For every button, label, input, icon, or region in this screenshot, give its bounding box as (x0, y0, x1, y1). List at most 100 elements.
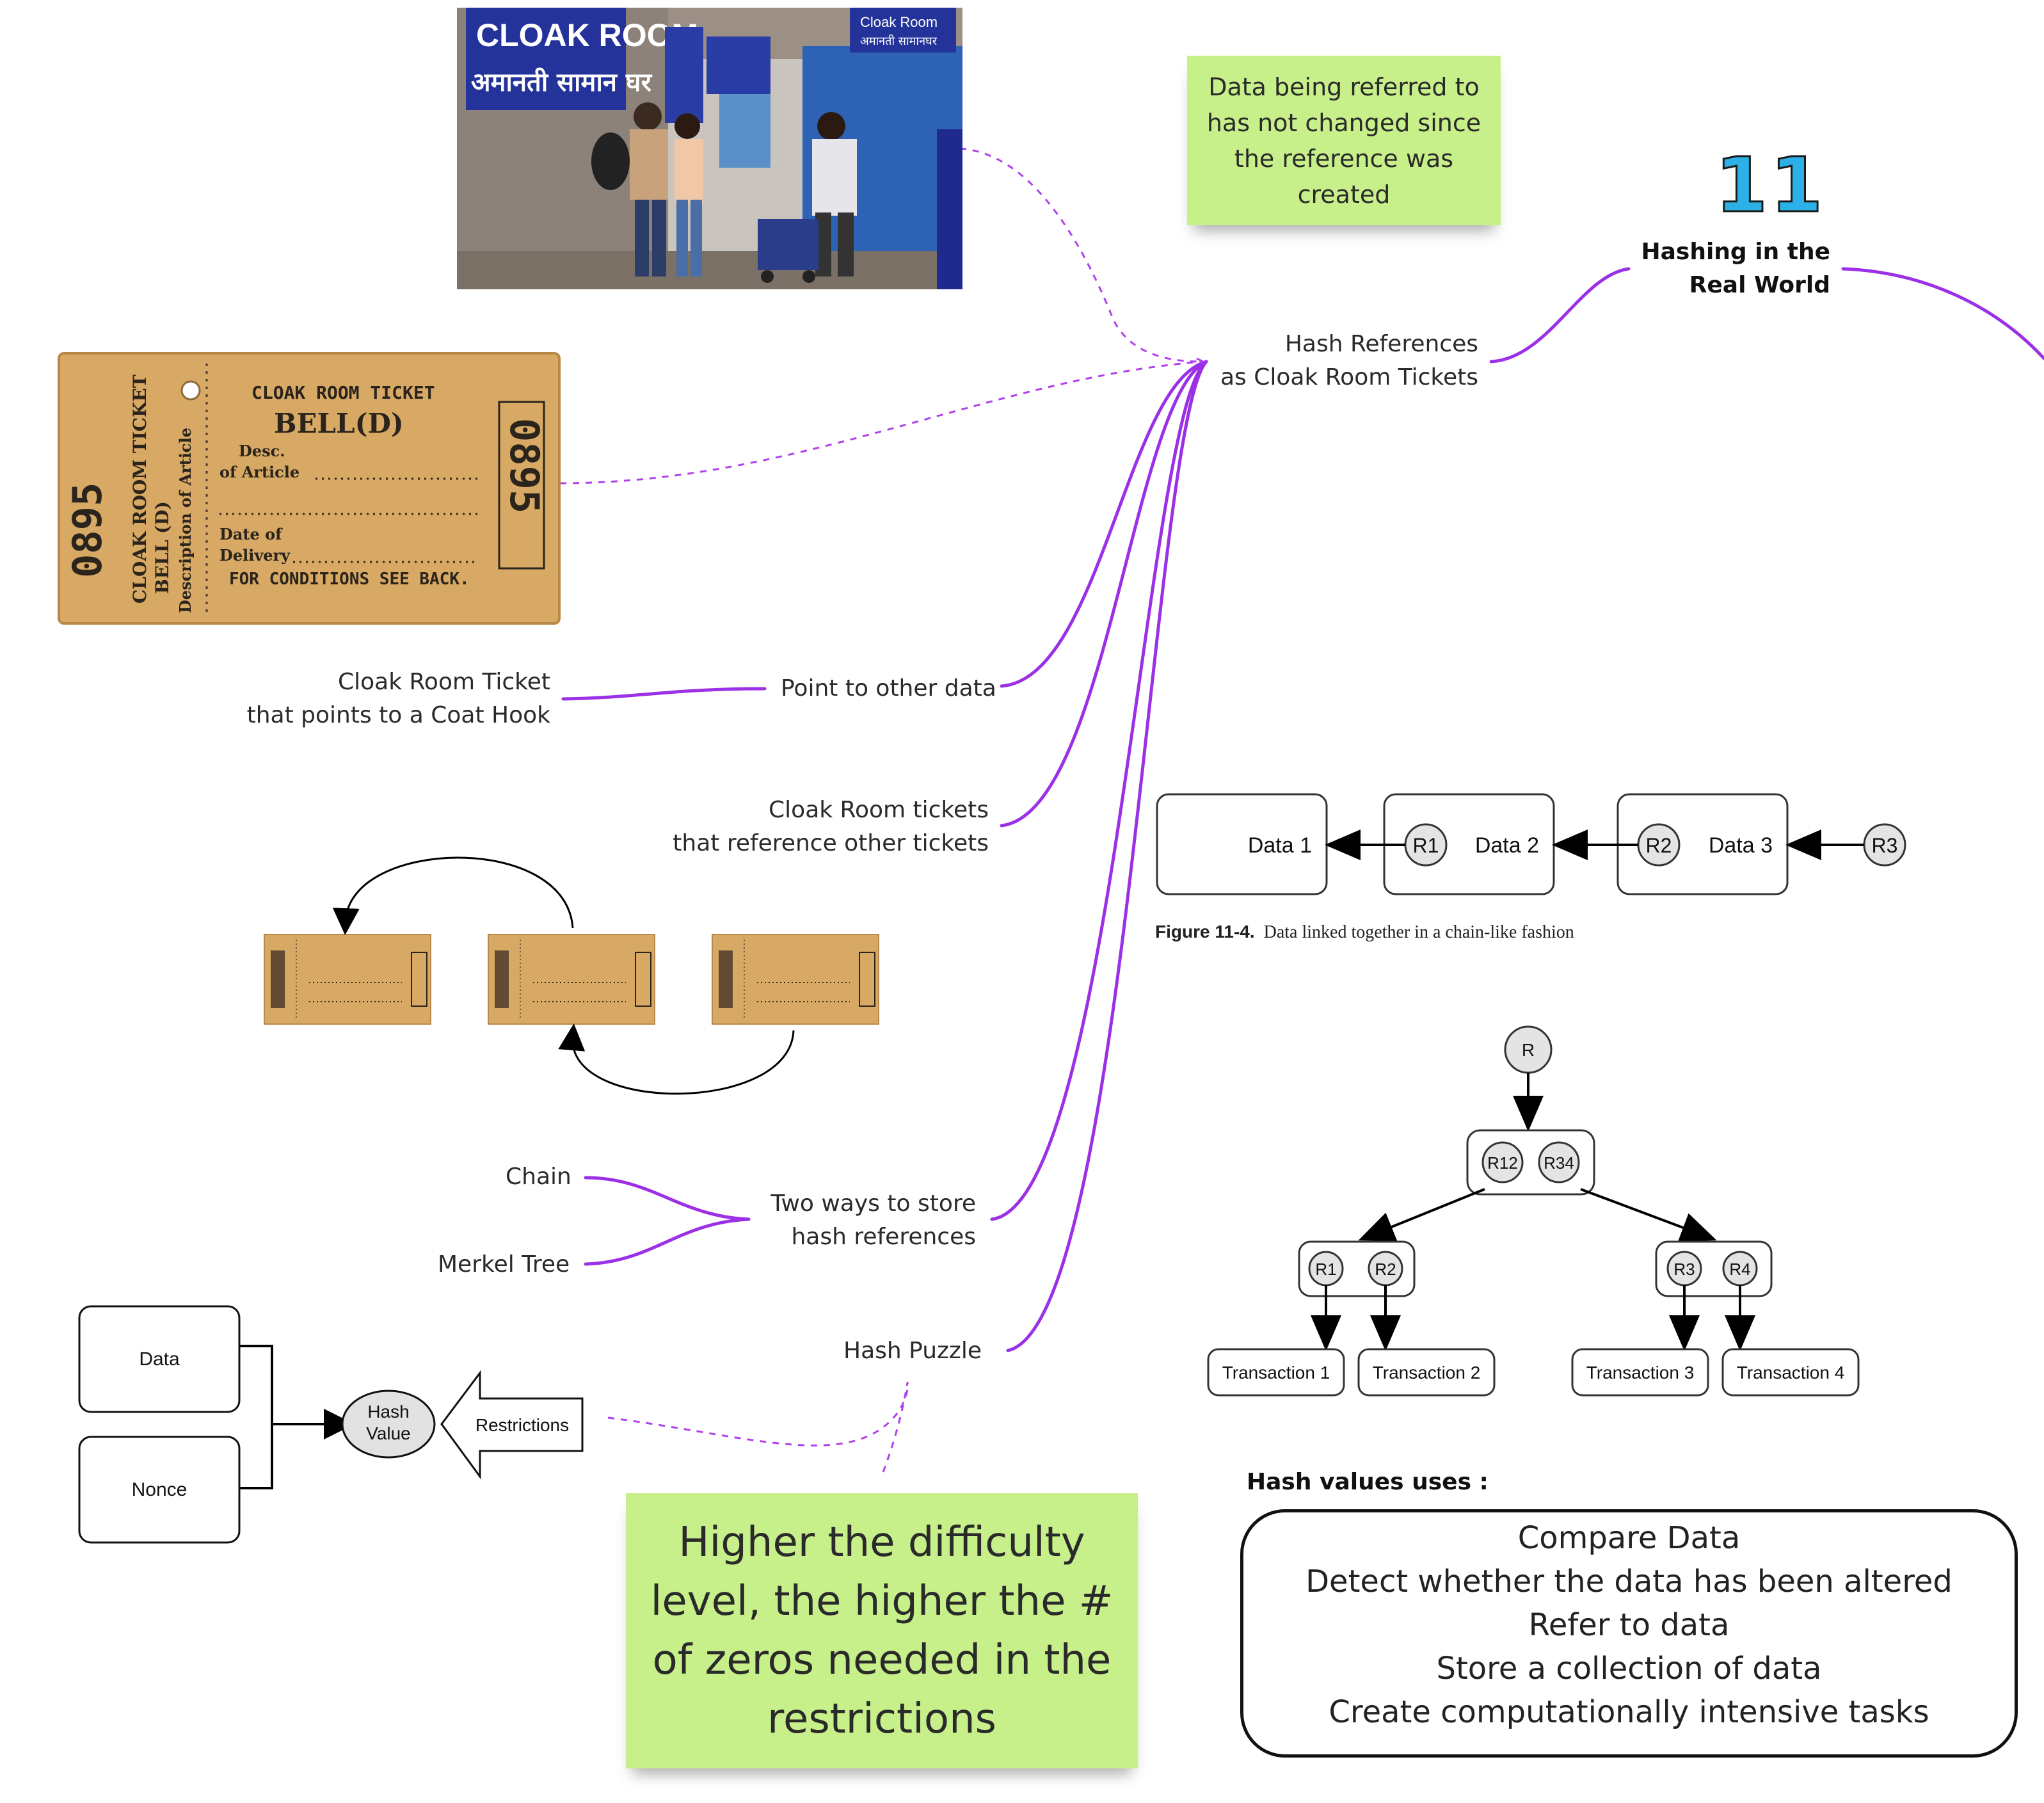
dashed-link-photo (959, 147, 1204, 363)
merkle-r2: R2 (1375, 1260, 1396, 1279)
restrictions-label: Restrictions (475, 1415, 569, 1435)
branch-hash-references[interactable]: Hash References as Cloak Room Tickets (1203, 328, 1478, 394)
sticky-line: restrictions (767, 1695, 996, 1743)
hash-puzzle-svg: Data Nonce Hash Value Restrictions (78, 1305, 584, 1544)
chain-ref-r3-label: R3 (1872, 834, 1898, 857)
topic-title-line: Hashing in the (1641, 239, 1830, 265)
sticky-note-bottom[interactable]: Higher the difficulty level, the higher … (626, 1493, 1138, 1768)
arrow-ticket3-to-ticket2 (558, 1023, 795, 1095)
ticket-illustration: 0895 CLOAK ROOM TICKET BELL (D) Descript… (58, 352, 561, 625)
ticket-side-number: 0895 (64, 483, 111, 578)
ticket-side-name: BELL (D) (152, 501, 173, 594)
connector-point (1000, 360, 1208, 688)
node-hash-puzzle[interactable]: Hash Puzzle (843, 1338, 982, 1364)
connector-reference (1000, 360, 1208, 828)
dashed-link-sticky-bottom (882, 1382, 909, 1473)
nonce-box (78, 1436, 241, 1544)
hash-value-line2: Value (366, 1423, 411, 1443)
sticky-note-top[interactable]: Data being referred to has not changed s… (1187, 56, 1501, 225)
topic-title[interactable]: Hashing in the Real World (1600, 236, 1830, 302)
hash-uses-title: Hash values uses : (1247, 1469, 1489, 1495)
sticky-line: level, the higher the # (650, 1578, 1114, 1625)
restrictions-arrow (440, 1370, 584, 1480)
chain-figure: Data 1 Data 2 Data 3 R1 R2 R3 (1152, 790, 1920, 944)
sticky-line: has not changed since (1206, 108, 1481, 137)
chain-box-1-label: Data 1 (1248, 833, 1312, 858)
node-two-ways[interactable]: Two ways to store hash references (730, 1187, 976, 1254)
ticket-date-of: Date of (220, 525, 283, 543)
chain-box-3-label: Data 3 (1709, 833, 1773, 858)
merkle-leaf-1-label: Transaction 1 (1222, 1363, 1330, 1382)
chain-ref-r2-label: R2 (1646, 834, 1672, 857)
merkle-r34: R34 (1544, 1153, 1574, 1173)
node-chain[interactable]: Chain (506, 1164, 571, 1190)
connector-point-detail (561, 687, 767, 701)
connector-chain (584, 1176, 751, 1221)
ticket-right-number: 0895 (501, 418, 548, 513)
branch-line: as Cloak Room Tickets (1220, 364, 1478, 391)
node-line: hash references (791, 1224, 976, 1251)
chain-figure-caption: Figure 11-4. Data linked together in a c… (1155, 922, 1574, 943)
ticket-name: BELL(D) (274, 408, 404, 439)
node-reference-tickets[interactable]: Cloak Room tickets that reference other … (640, 794, 989, 860)
merkle-r1: R1 (1315, 1260, 1336, 1279)
photo-sign-right-hi: अमानती सामानघर (860, 34, 938, 48)
branch-line: Hash References (1284, 331, 1478, 357)
chain-box-2-label: Data 2 (1475, 833, 1539, 858)
nonce-box-label: Nonce (132, 1479, 188, 1500)
ticket-chain-illustration (259, 845, 886, 1114)
merkle-leaf-4 (1721, 1348, 1860, 1397)
ticket-heading: CLOAK ROOM TICKET (252, 382, 435, 403)
merkle-r12: R12 (1487, 1153, 1518, 1173)
node-point-to-other-data[interactable]: Point to other data (781, 675, 996, 701)
merkle-figure-svg: R R12 R34 R1 R2 R3 R4 Transaction 1 Tran… (1207, 1025, 1860, 1397)
ticket-conditions: FOR CONDITIONS SEE BACK. (229, 570, 470, 589)
topic-title-line: Real World (1689, 272, 1830, 299)
merkle-r4: R4 (1729, 1260, 1750, 1279)
sticky-line: created (1297, 180, 1391, 209)
merkle-leaf-3 (1571, 1348, 1709, 1397)
chain-figure-svg: Data 1 Data 2 Data 3 R1 R2 R3 (1156, 793, 1906, 895)
chain-ref-r1-label: R1 (1413, 834, 1439, 857)
ticket-delivery: Delivery (220, 546, 291, 565)
connector-puzzle (1006, 360, 1208, 1352)
hash-puzzle-figure: Data Nonce Hash Value Restrictions (77, 1302, 589, 1546)
small-tickets-svg (264, 856, 879, 1095)
dashed-link-puzzle-figure (607, 1381, 909, 1446)
merkle-root-label: R (1522, 1040, 1535, 1060)
ticket-side-title: CLOAK ROOM TICKET (129, 374, 150, 604)
hash-use-item: Create computationally intensive tasks (1329, 1694, 1929, 1730)
merkle-leaf-2 (1357, 1348, 1496, 1397)
cloak-room-ticket-large: 0895 CLOAK ROOM TICKET BELL (D) Descript… (56, 351, 562, 626)
ticket-side-desc: Description of Article (176, 428, 195, 613)
photo-sign-hi: अमानती सामान घर (471, 67, 653, 97)
sticky-line: Higher the difficulty (678, 1519, 1085, 1566)
node-point-detail[interactable]: Cloak Room Ticket that points to a Coat … (243, 666, 550, 732)
small-ticket (712, 934, 879, 1025)
hash-use-item: Store a collection of data (1436, 1651, 1822, 1687)
cloak-room-photo: CLOAK ROOM अमानती सामान घर Cloak Room अम… (457, 8, 962, 289)
dashed-link-ticket (559, 360, 1204, 485)
merkle-figure: R R12 R34 R1 R2 R3 R4 Transaction 1 Tran… (1203, 1024, 1881, 1402)
arrow-ticket2-to-ticket1 (332, 856, 574, 935)
hash-uses-box[interactable]: Compare Data Detect whether the data has… (1240, 1509, 2018, 1758)
node-merkel-tree[interactable]: Merkel Tree (438, 1251, 570, 1278)
node-line: that points to a Coat Hook (246, 702, 550, 729)
connector-topic-branch (1489, 267, 1631, 364)
hash-use-item: Compare Data (1517, 1520, 1741, 1556)
photo-sign-en: CLOAK ROOM (476, 17, 698, 53)
data-box (78, 1305, 241, 1413)
caption-text: Data linked together in a chain-like fas… (1263, 922, 1574, 942)
node-line: Cloak Room tickets (769, 797, 989, 823)
caption-bold: Figure 11-4. (1155, 922, 1255, 942)
hash-value-line1: Hash (367, 1402, 409, 1422)
node-line: that reference other tickets (673, 830, 989, 857)
ticket-desc: Desc. (239, 442, 285, 460)
cloak-room-photo-illustration: CLOAK ROOM अमानती सामान घर Cloak Room अम… (457, 8, 962, 289)
node-line: Cloak Room Ticket (338, 669, 550, 695)
merkle-leaf-3-label: Transaction 3 (1586, 1363, 1695, 1382)
merkle-leaf-4-label: Transaction 4 (1737, 1363, 1845, 1382)
small-ticket (488, 934, 655, 1025)
connector-topic-right (1841, 267, 2044, 360)
